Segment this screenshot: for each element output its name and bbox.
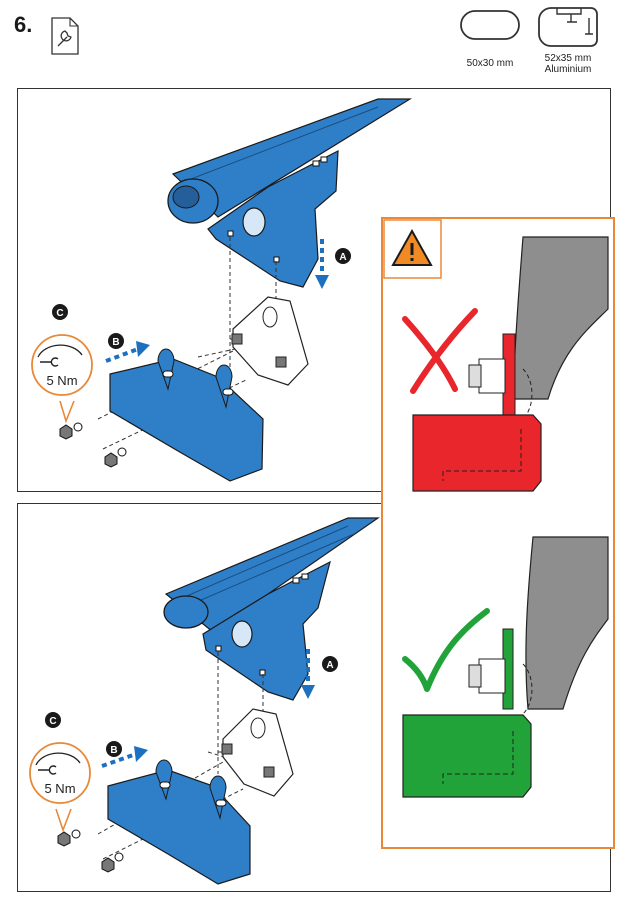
torque-callout: 5 Nm [29, 742, 91, 833]
badge-a-label: A [326, 660, 333, 671]
badge-b [106, 741, 122, 757]
badge-c [45, 712, 61, 728]
badge-a [322, 656, 338, 672]
badge-b [108, 333, 124, 349]
arrow-right-b [101, 746, 148, 768]
torque-value: 5 Nm [44, 781, 75, 796]
nuts-washers [57, 829, 124, 873]
roof-bar [163, 517, 380, 633]
torque-callout: 5 Nm [31, 334, 93, 424]
step-number: 6. [14, 12, 33, 37]
badge-c-label: C [49, 716, 56, 727]
torque-value: 5 Nm [46, 373, 77, 388]
foot-body [207, 149, 339, 288]
wrench-document-icon [50, 16, 80, 56]
badge-c-label: C [56, 308, 63, 319]
badge-c [52, 304, 68, 320]
check-mark-icon [402, 608, 490, 692]
badge-b-label: B [110, 745, 117, 756]
cross-mark-icon [402, 308, 478, 394]
clamp-block [107, 759, 251, 885]
warning-triangle-icon [391, 228, 433, 266]
roof-bar [167, 98, 413, 224]
badge-b-label: B [112, 337, 119, 348]
badge-a-label: A [339, 252, 346, 263]
clamp-block [109, 348, 264, 482]
warning-panel [381, 217, 615, 849]
foot-body [202, 560, 331, 701]
arrow-down-a [315, 239, 329, 289]
aluminium-bar-profile-icon [537, 4, 601, 48]
arrow-right-b [105, 341, 150, 363]
nuts-washers [59, 422, 127, 468]
bar-profile-label-oval: 50x30 mm [466, 58, 514, 69]
right-detail [402, 536, 609, 798]
arrow-down-a [301, 649, 315, 699]
wrong-detail [412, 236, 609, 492]
bar-profile-label-aluminium: 52x35 mm Aluminium [544, 53, 592, 75]
oval-bar-profile-icon [459, 7, 521, 43]
badge-a [335, 248, 351, 264]
